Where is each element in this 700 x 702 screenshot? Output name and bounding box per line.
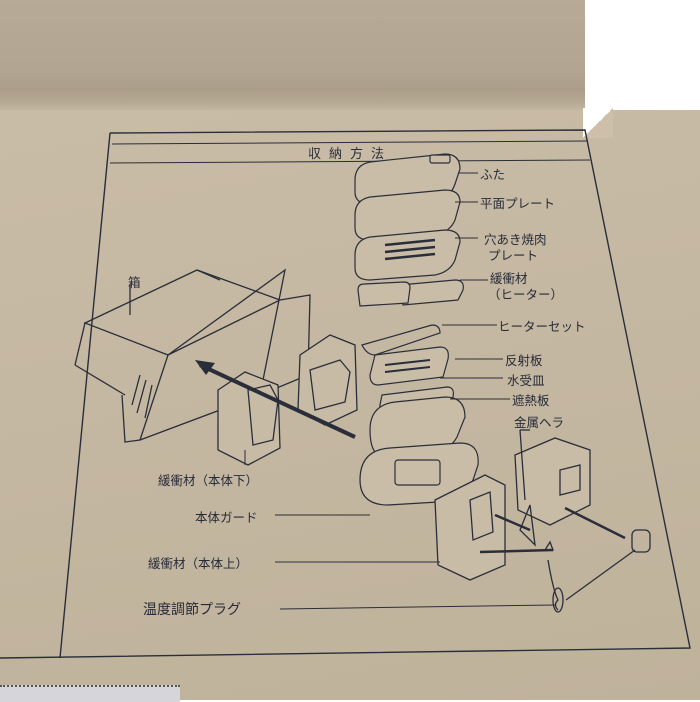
label-lid: ふた <box>480 167 506 182</box>
label-perforated-plate-line1: 穴あき焼肉 <box>484 232 547 247</box>
diagram-header: 収納方法 <box>112 143 588 163</box>
product-tag <box>0 685 180 702</box>
label-reflector: 反射板 <box>505 353 543 368</box>
label-cushion-heater-line2: （ヒーター） <box>488 287 564 302</box>
label-water-tray: 水受皿 <box>507 373 545 388</box>
label-perforated-plate-line2: プレート <box>488 248 539 263</box>
diagram-title: 収納方法 <box>307 147 392 162</box>
box-lid-interior <box>0 0 585 100</box>
label-flat-plate: 平面プレート <box>480 196 556 211</box>
label-heat-shield: 遮熱板 <box>512 393 550 408</box>
label-cushion-heater-line1: 緩衝材 <box>490 271 528 286</box>
label-cushion-upper: 緩衝材（本体上） <box>148 556 249 571</box>
cushion-block-c <box>514 437 591 526</box>
panel-corner <box>583 108 613 138</box>
label-metal-spatula: 金属ヘラ <box>514 415 565 430</box>
label-heater-set: ヒーターセット <box>498 319 586 334</box>
background <box>585 0 700 110</box>
label-box: 箱 <box>128 275 141 290</box>
label-body-guard: 本体ガード <box>195 510 258 525</box>
label-cushion-lower: 緩衝材（本体下） <box>158 473 259 488</box>
label-temp-control-plug: 温度調節プラグ <box>143 602 241 618</box>
diagram-frame <box>0 129 691 659</box>
cushion-block-d <box>434 474 506 581</box>
parts-stack <box>354 153 479 506</box>
